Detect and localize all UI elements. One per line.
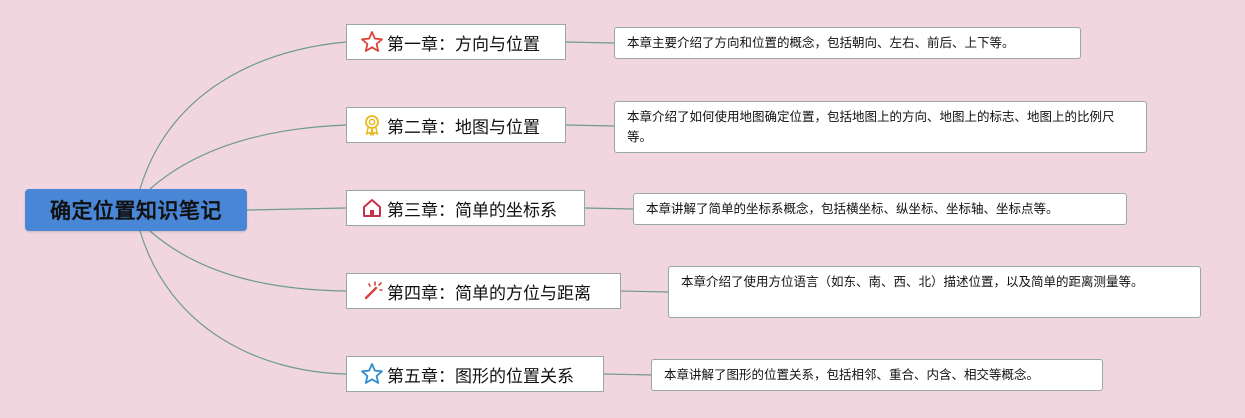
connector-root-chapter-2 — [149, 124, 347, 190]
star-outline-blue-icon — [359, 361, 385, 387]
connector-chapter-1-desc — [565, 41, 615, 44]
chapter-node-5[interactable]: 第五章：图形的位置关系 — [346, 356, 604, 392]
description-text: 本章介绍了使用方位语言（如东、南、西、北）描述位置，以及简单的距离测量等。 — [681, 274, 1144, 289]
description-text: 本章介绍了如何使用地图确定位置，包括地图上的方向、地图上的标志、地图上的比例尺等… — [627, 109, 1115, 144]
root-title: 确定位置知识笔记 — [50, 199, 222, 223]
connector-root-chapter-5 — [139, 230, 347, 375]
description-text: 本章讲解了简单的坐标系概念，包括横坐标、纵坐标、坐标轴、坐标点等。 — [646, 201, 1059, 216]
chapter-node-3[interactable]: 第三章：简单的坐标系 — [346, 190, 585, 226]
connector-chapter-2-desc — [565, 124, 615, 127]
chapter-title: 第三章：简单的坐标系 — [387, 200, 557, 221]
chapter-node-2[interactable]: 第二章：地图与位置 — [346, 107, 566, 143]
connector-chapter-4-desc — [620, 290, 669, 293]
chapter-description-1[interactable]: 本章主要介绍了方向和位置的概念，包括朝向、左右、前后、上下等。 — [614, 27, 1081, 59]
star-outline-red-icon — [359, 29, 385, 55]
chapter-title: 第一章：方向与位置 — [387, 34, 540, 55]
connector-chapter-3-desc — [584, 207, 634, 210]
home-icon — [359, 195, 385, 221]
connector-root-chapter-3 — [246, 207, 347, 211]
ribbon-medal-icon — [359, 112, 385, 138]
chapter-description-2[interactable]: 本章介绍了如何使用地图确定位置，包括地图上的方向、地图上的标志、地图上的比例尺等… — [614, 101, 1147, 153]
chapter-description-4[interactable]: 本章介绍了使用方位语言（如东、南、西、北）描述位置，以及简单的距离测量等。 — [668, 266, 1201, 318]
connector-chapter-5-desc — [603, 373, 652, 376]
connector-root-chapter-1 — [139, 41, 347, 190]
chapter-title: 第四章：简单的方位与距离 — [387, 283, 591, 304]
chapter-description-5[interactable]: 本章讲解了图形的位置关系，包括相邻、重合、内含、相交等概念。 — [651, 359, 1103, 391]
chapter-description-3[interactable]: 本章讲解了简单的坐标系概念，包括横坐标、纵坐标、坐标轴、坐标点等。 — [633, 193, 1127, 225]
description-text: 本章讲解了图形的位置关系，包括相邻、重合、内含、相交等概念。 — [664, 367, 1040, 382]
magic-wand-icon — [359, 278, 385, 304]
chapter-node-4[interactable]: 第四章：简单的方位与距离 — [346, 273, 621, 309]
chapter-title: 第二章：地图与位置 — [387, 117, 540, 138]
chapter-title: 第五章：图形的位置关系 — [387, 366, 574, 387]
root-topic[interactable]: 确定位置知识笔记 — [25, 189, 247, 231]
chapter-node-1[interactable]: 第一章：方向与位置 — [346, 24, 566, 60]
description-text: 本章主要介绍了方向和位置的概念，包括朝向、左右、前后、上下等。 — [627, 35, 1015, 50]
connector-root-chapter-4 — [149, 230, 347, 292]
